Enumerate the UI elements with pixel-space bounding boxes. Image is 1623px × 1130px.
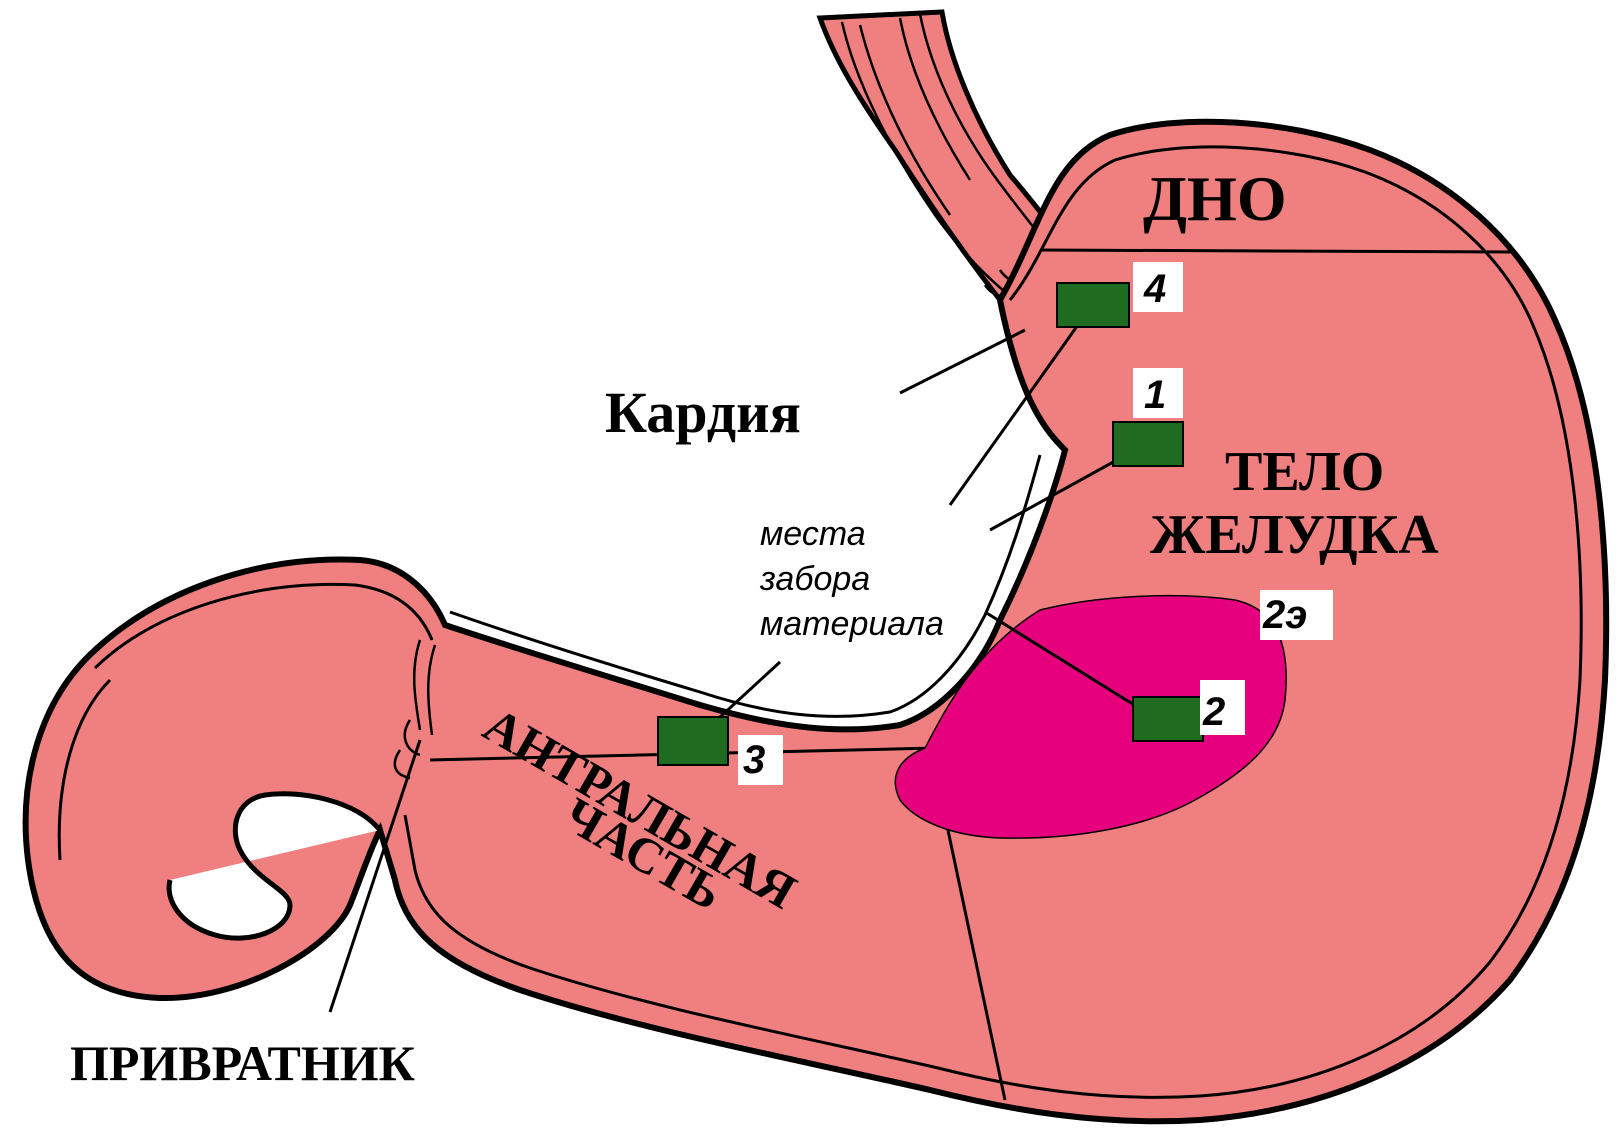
site-2e-label: 2э: [1262, 593, 1307, 637]
pylorus-label: ПРИВРАТНИК: [70, 1035, 415, 1091]
site-3-label: 3: [743, 738, 765, 782]
fundus-label: ДНО: [1143, 163, 1287, 234]
site-2-label: 2: [1202, 690, 1225, 734]
sampling-note-line1: места: [760, 515, 866, 553]
sampling-note-line3: материала: [760, 605, 944, 643]
site-1-box: [1113, 422, 1183, 466]
site-3-box: [658, 717, 728, 765]
body-label-line2: ЖЕЛУДКА: [1150, 504, 1439, 566]
body-label-line1: ТЕЛО: [1225, 441, 1384, 503]
site-4-box: [1057, 283, 1129, 327]
fundus-divider: [1040, 250, 1515, 252]
site-4-label: 4: [1143, 267, 1166, 311]
cardia-label: Кардия: [605, 380, 801, 445]
sampling-note-line2: забора: [759, 560, 870, 598]
site-2-box: [1133, 697, 1203, 741]
site-1-label: 1: [1144, 373, 1166, 417]
